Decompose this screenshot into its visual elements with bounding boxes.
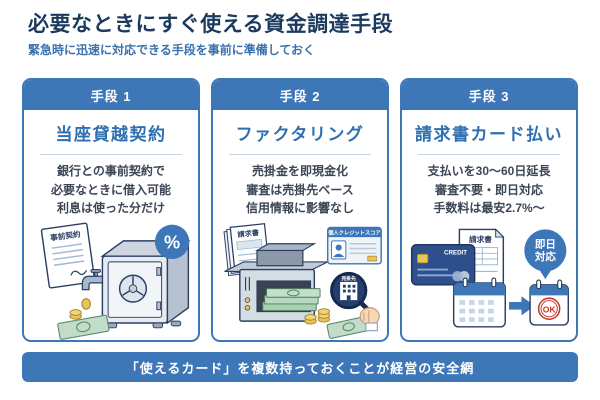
- footer-banner: 「使えるカード」を複数持っておくことが経営の安全網: [22, 352, 578, 382]
- bubble-line1: 即日: [535, 238, 556, 250]
- contract-document-icon: 事前契約: [40, 222, 96, 289]
- card-invoice-card-payment: 手段 3 請求書カード払い 支払いを30〜60日延長 審査不要・即日対応 手数料…: [400, 78, 578, 342]
- hand-icon: [359, 306, 380, 332]
- illustration-invoice-machine: 請求書: [213, 221, 387, 340]
- card-description: 売掛金を即現金化 審査は売掛先ベース 信用情報に影響なし: [213, 162, 387, 218]
- document-label: 事前契約: [49, 228, 81, 242]
- calendar-icon: [452, 277, 506, 328]
- card-description-line: 支払いを30〜60日延長: [427, 164, 551, 178]
- ok-calendar-icon: OK: [529, 279, 569, 326]
- page-title: 必要なときにすぐ使える資金調達手段: [28, 13, 394, 36]
- card-description-line: 手数料は最安2.7%〜: [433, 201, 545, 216]
- money-icon: [57, 308, 110, 340]
- card-factoring: 手段 2 ファクタリング 売掛金を即現金化 審査は売掛先ベース 信用情報に影響な…: [211, 78, 389, 342]
- bubble-line2: 対応: [534, 250, 556, 263]
- ok-stamp-icon: [537, 297, 561, 320]
- card-title: ファクタリング: [235, 125, 365, 144]
- card-description-line: 信用情報に影響なし: [245, 201, 354, 216]
- invoice-label: 請求書: [237, 228, 259, 239]
- percent-badge-icon: %: [154, 224, 190, 259]
- card-description-line: 利息は使った分だけ: [56, 201, 165, 216]
- invoice-label: 請求書: [469, 234, 492, 244]
- magnifier-building-icon: 売掛先: [330, 271, 380, 332]
- arrow-right-icon: [509, 296, 535, 316]
- page-subtitle: 緊急時に迅速に対応できる手段を事前に準備しておく: [28, 43, 316, 58]
- illustration-safe-with-faucet: 事前契約: [24, 221, 198, 340]
- divider: [418, 154, 560, 155]
- invoice-machine-icon: 請求書: [223, 222, 382, 339]
- card-description-line: 審査は売掛先ベース: [246, 182, 354, 197]
- page-header: 必要なときにすぐ使える資金調達手段 緊急時に迅速に対応できる手段を事前に準備して…: [28, 12, 578, 58]
- card-title: 当座貸越契約: [55, 125, 167, 144]
- percent-label: %: [164, 232, 180, 252]
- credit-score-card-icon: 個人クレジットスコア: [326, 226, 382, 265]
- coin-drop-icon: [81, 297, 92, 310]
- cash-machine-icon: [224, 242, 328, 322]
- card-title: 請求書カード払い: [415, 125, 563, 144]
- card-description-line: 売掛金を即現金化: [251, 164, 348, 178]
- card-description-line: 必要なときに借入可能: [50, 182, 171, 197]
- divider: [40, 154, 182, 155]
- faucet-icon: [81, 268, 104, 310]
- card-description: 銀行との事前契約で 必要なときに借入可能 利息は使った分だけ: [24, 162, 198, 218]
- card-badge: 手段 3: [402, 80, 576, 110]
- cash-stack-icon: [262, 287, 321, 311]
- card-description-line: 審査不要・即日対応: [434, 182, 543, 197]
- same-day-bubble-icon: 即日 対応: [524, 229, 567, 279]
- card-description: 支払いを30〜60日延長 審査不要・即日対応 手数料は最安2.7%〜: [402, 162, 576, 218]
- card-calendar-icon: 請求書 CREDIT: [410, 228, 569, 328]
- building-label: 売掛先: [342, 275, 357, 282]
- credit-card-label: CREDIT: [444, 249, 467, 256]
- card-description-line: 銀行との事前契約で: [57, 164, 165, 178]
- card-badge: 手段 1: [24, 80, 198, 110]
- card-overdraft-contract: 手段 1 当座貸越契約 銀行との事前契約で 必要なときに借入可能 利息は使った分…: [22, 78, 200, 342]
- safe-faucet-icon: 事前契約: [40, 222, 191, 340]
- credit-card-icon: CREDIT: [410, 243, 476, 286]
- ok-label: OK: [543, 304, 557, 314]
- card-badge: 手段 2: [213, 80, 387, 110]
- divider: [229, 154, 371, 155]
- illustration-card-calendar: 請求書 CREDIT: [402, 221, 576, 340]
- credit-score-label: 個人クレジットスコア: [327, 228, 381, 236]
- cards-row: 手段 1 当座貸越契約 銀行との事前契約で 必要なときに借入可能 利息は使った分…: [22, 78, 578, 342]
